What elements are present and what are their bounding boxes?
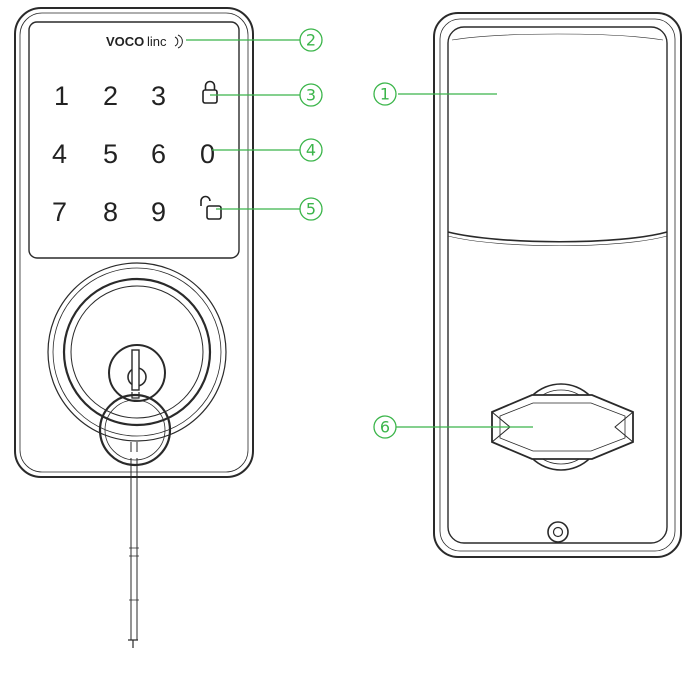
svg-text:linc: linc (147, 34, 167, 49)
callout-4: 4 (306, 141, 316, 160)
keypad-screen (28, 21, 240, 259)
front-panel (14, 7, 254, 478)
key-9[interactable]: 9 (151, 197, 166, 227)
key-7[interactable]: 7 (52, 197, 67, 227)
back-panel (433, 12, 682, 558)
callout-3: 3 (306, 86, 316, 105)
svg-text:VOCO: VOCO (106, 34, 144, 49)
key-4[interactable]: 4 (52, 139, 67, 169)
key (98, 349, 172, 648)
key-2[interactable]: 2 (103, 81, 118, 111)
callout-5: 5 (306, 200, 316, 219)
callouts (186, 28, 533, 439)
brand-logo: VOCO linc (106, 34, 183, 49)
key-6[interactable]: 6 (151, 139, 166, 169)
key-0[interactable]: 0 (200, 139, 215, 169)
key-5[interactable]: 5 (103, 139, 118, 169)
callout-2: 2 (306, 31, 316, 50)
callout-6: 6 (380, 418, 390, 437)
key-1[interactable]: 1 (54, 81, 69, 111)
keypad: 1 2 3 4 5 6 0 7 8 9 (52, 80, 222, 227)
key-8[interactable]: 8 (103, 197, 118, 227)
callout-1: 1 (380, 85, 390, 104)
key-3[interactable]: 3 (151, 81, 166, 111)
unlock-icon[interactable] (200, 195, 222, 220)
callout-numbers: 2 3 4 5 1 6 (306, 31, 390, 437)
lock-icon[interactable] (202, 80, 218, 104)
